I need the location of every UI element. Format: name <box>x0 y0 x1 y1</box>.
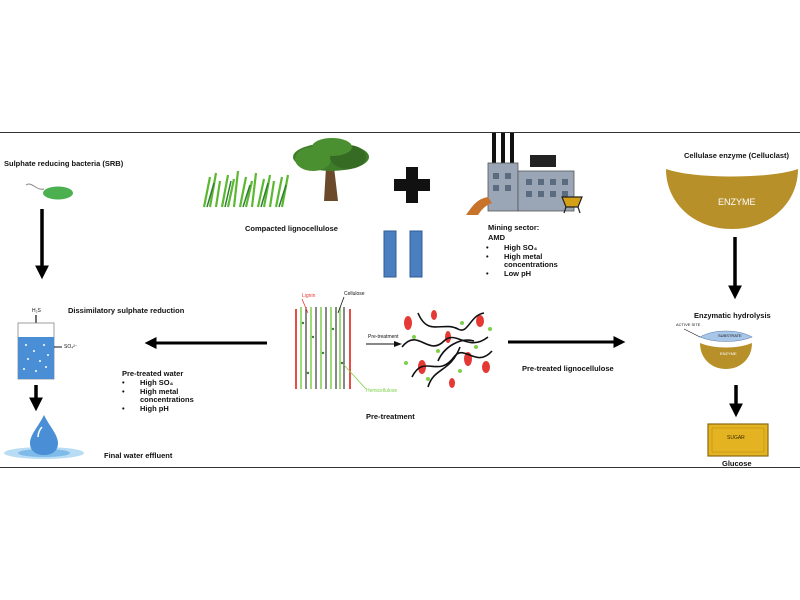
lignocellulose-structure <box>295 296 351 389</box>
srb-label: Sulphate reducing bacteria (SRB) <box>4 159 124 168</box>
water-bullets: High SO₄ High metal concentrations High … <box>122 378 208 414</box>
enzyme-shape <box>666 169 798 229</box>
lignocellulose-label: Compacted lignocellulose <box>245 224 338 233</box>
pretreatment-arrow-label: Pre-treatment <box>368 334 399 340</box>
active-site-label: ACTIVE SITE <box>676 322 701 327</box>
sugar-label: SUGAR <box>727 435 745 441</box>
sugar-icon <box>707 423 769 457</box>
lignin-label: Lignin <box>302 293 316 299</box>
hydrolysis-icon <box>683 328 753 369</box>
bacterium-icon <box>25 183 73 200</box>
hemicellulose-label: Hemicellulose <box>366 388 398 394</box>
enzymatic-hydrolysis-label: Enzymatic hydrolysis <box>694 311 771 320</box>
water-droplet-icon <box>4 415 84 459</box>
factory-icon <box>466 133 583 215</box>
final-effluent-label: Final water effluent <box>104 451 173 460</box>
glucose-label: Glucose <box>722 459 752 468</box>
substrate-label: SUBSTRATE <box>718 333 742 338</box>
mining-title-2: AMD <box>488 233 506 242</box>
flow-arrows <box>29 209 743 418</box>
plus-icon <box>394 167 430 203</box>
mining-title-1: Mining sector: <box>488 223 540 232</box>
cellulase-label: Cellulase enzyme (Celluclast) <box>684 151 790 160</box>
h2s-label: H₂S <box>32 308 41 314</box>
pretreatment-small-arrow <box>366 341 402 347</box>
so4-label: SO₄²⁻ <box>64 344 78 350</box>
enzyme-word: ENZYME <box>718 197 756 207</box>
mining-bullet: Low pH <box>486 269 564 279</box>
mining-bullet: High metal concentrations <box>486 252 564 270</box>
pretreated-water-label: Pre-treated water <box>122 369 184 378</box>
mining-bullet: High SO₄ <box>486 243 564 253</box>
pretreatment-label: Pre-treatment <box>366 412 415 421</box>
bioreactor-icon <box>17 315 62 380</box>
water-bullet: High metal concentrations <box>122 387 208 405</box>
pause-bars-icon <box>383 230 423 278</box>
structure-pointer <box>343 364 367 390</box>
cellulose-label: Cellulose <box>344 291 365 297</box>
grass-icon <box>202 170 290 208</box>
pretreated-lignocellulose-label: Pre-treated lignocellulose <box>522 364 614 373</box>
water-bullet: High SO₄ <box>122 378 208 388</box>
dissimilatory-label: Dissimilatory sulphate reduction <box>68 306 185 315</box>
disrupted-fibres <box>401 310 493 388</box>
mining-bullets: High SO₄ High metal concentrations Low p… <box>486 243 564 279</box>
enzyme-small-label: ENZYME <box>720 351 737 356</box>
process-diagram: Sulphate reducing bacteria (SRB) Compact… <box>0 132 800 468</box>
water-bullet: High pH <box>122 404 208 414</box>
tree-icon <box>293 138 369 201</box>
